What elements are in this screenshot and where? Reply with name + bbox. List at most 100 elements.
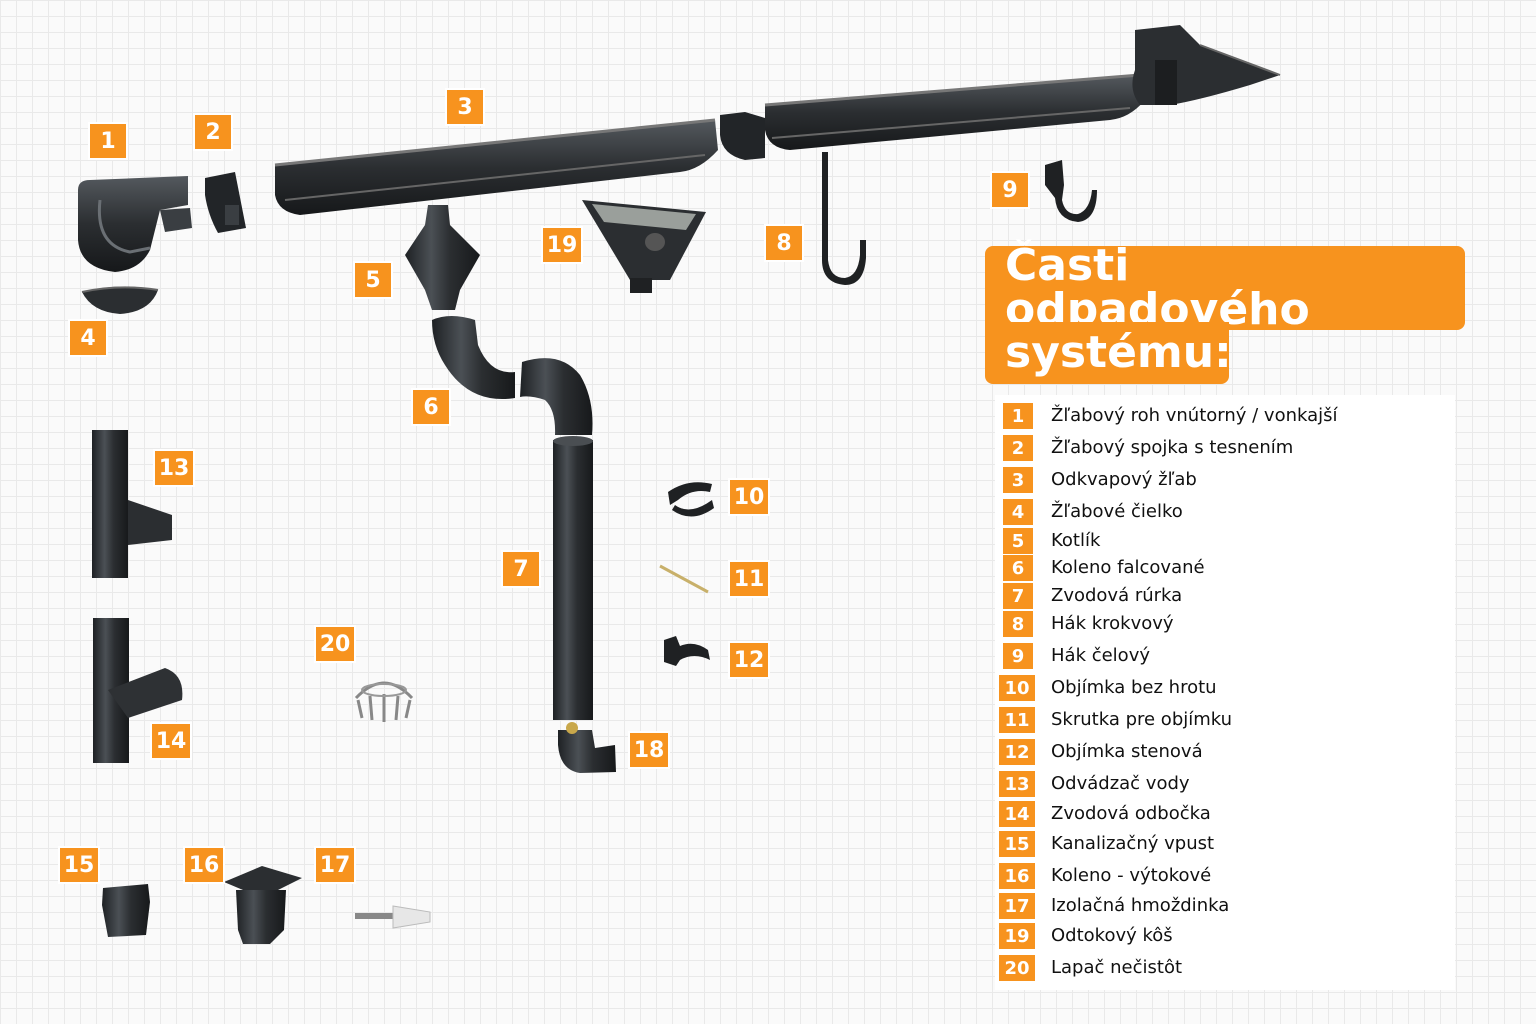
callout-1: 1	[90, 124, 126, 158]
callout-15: 15	[60, 848, 98, 882]
callout-7: 7	[503, 552, 539, 586]
callout-12: 12	[730, 643, 768, 677]
legend-item-label: Žľabový roh vnútorný / vonkajší	[1051, 405, 1338, 426]
page-title-line-2: systému:	[985, 322, 1232, 384]
legend-item-number: 16	[999, 863, 1035, 889]
legend-item-label: Koleno falcované	[1051, 557, 1205, 578]
legend-item-label: Odkvapový žľab	[1051, 469, 1197, 490]
legend-item: 11 Skrutka pre objímku	[995, 707, 1455, 735]
callout-10: 10	[730, 480, 768, 514]
legend-item-label: Objímka bez hrotu	[1051, 677, 1217, 698]
legend-item-number: 14	[999, 801, 1035, 827]
legend-item: 5 Kotlík	[995, 528, 1455, 556]
callout-2: 2	[195, 115, 231, 149]
legend-item: 10 Objímka bez hrotu	[995, 675, 1455, 703]
legend-item-label: Žľabový spojka s tesnením	[1051, 437, 1294, 458]
dowel-icon	[355, 905, 431, 929]
legend-item: 15 Kanalizačný vpust	[995, 831, 1455, 859]
legend-item: 4 Žľabové čielko	[995, 499, 1455, 527]
sewer-inlet-icon	[102, 884, 150, 937]
elbow-icon	[432, 316, 593, 435]
callout-17: 17	[316, 848, 354, 882]
screw-icon	[659, 564, 709, 594]
legend-item-label: Kanalizačný vpust	[1051, 833, 1215, 854]
legend-item-number: 1	[1003, 403, 1033, 429]
legend-item-label: Lapač nečistôt	[1051, 957, 1183, 978]
legend-item: 20 Lapač nečistôt	[995, 955, 1455, 983]
callout-6: 6	[413, 390, 449, 424]
legend-item: 2 Žľabový spojka s tesnením	[995, 435, 1455, 463]
legend-item: 3 Odkvapový žľab	[995, 467, 1455, 495]
legend-item: 12 Objímka stenová	[995, 739, 1455, 767]
legend-item-label: Kotlík	[1051, 530, 1101, 551]
pipe-clamp-icon	[668, 482, 714, 517]
legend-item-number: 3	[1003, 467, 1033, 493]
legend-item-label: Skrutka pre objímku	[1051, 709, 1233, 730]
legend-item-label: Zvodová rúrka	[1051, 585, 1183, 606]
wall-clamp-icon	[664, 636, 710, 666]
callout-14: 14	[152, 724, 190, 758]
rafter-hook-icon	[822, 152, 866, 285]
legend-item: 14 Zvodová odbočka	[995, 801, 1455, 829]
outlet-elbow-icon	[558, 722, 616, 773]
legend-item-number: 9	[1003, 643, 1033, 669]
gutter-end-cap-icon	[81, 286, 159, 314]
gutter-corner-icon	[1132, 25, 1281, 105]
legend-item-number: 10	[999, 675, 1035, 701]
gutter-connector-icon	[720, 112, 765, 160]
leaf-guard-icon	[354, 681, 414, 722]
parts-legend: 1 Žľabový roh vnútorný / vonkajší 2 Žľabový…	[995, 395, 1455, 990]
legend-item-label: Žľabové čielko	[1051, 501, 1183, 522]
legend-item-number: 20	[999, 955, 1035, 981]
branch-pipe-icon	[93, 618, 183, 763]
gutter-corner-icon	[78, 176, 192, 272]
legend-item-number: 6	[1003, 555, 1033, 581]
legend-item-number: 12	[999, 739, 1035, 765]
legend-item-label: Hák čelový	[1051, 645, 1150, 666]
callout-13: 13	[155, 451, 193, 485]
callout-5: 5	[355, 263, 391, 297]
legend-item: 16 Koleno - výtokové	[995, 863, 1455, 891]
legend-item-number: 4	[1003, 499, 1033, 525]
callout-8: 8	[766, 226, 802, 260]
callout-16: 16	[185, 848, 223, 882]
drain-basket-icon	[582, 200, 706, 293]
legend-item: 19 Odtokový kôš	[995, 923, 1455, 951]
outlet-icon	[405, 205, 480, 310]
callout-4: 4	[70, 321, 106, 355]
legend-item: 8 Hák krokvový	[995, 611, 1455, 639]
gutter-icon	[764, 73, 1145, 150]
legend-item-label: Odvádzač vody	[1051, 773, 1190, 794]
legend-item-number: 7	[1003, 583, 1033, 609]
gutter-connector-icon	[205, 172, 246, 233]
legend-item-label: Odtokový kôš	[1051, 925, 1173, 946]
legend-item-number: 5	[1003, 528, 1033, 554]
drain-hopper-icon	[224, 866, 302, 944]
legend-item-label: Hák krokvový	[1051, 613, 1174, 634]
legend-item-number: 15	[999, 831, 1035, 857]
legend-item-number: 11	[999, 707, 1035, 733]
legend-item: 6 Koleno falcované	[995, 555, 1455, 583]
water-diverter-icon	[92, 430, 172, 578]
legend-item-number: 17	[999, 893, 1035, 919]
callout-11: 11	[730, 562, 768, 596]
legend-item-label: Objímka stenová	[1051, 741, 1203, 762]
legend-item-label: Koleno - výtokové	[1051, 865, 1212, 886]
legend-item-number: 2	[1003, 435, 1033, 461]
callout-19: 19	[543, 228, 581, 262]
legend-item-label: Zvodová odbočka	[1051, 803, 1211, 824]
downpipe-icon	[553, 436, 593, 720]
legend-item: 9 Hák čelový	[995, 643, 1455, 671]
legend-item: 1 Žľabový roh vnútorný / vonkajší	[995, 403, 1455, 431]
legend-item-number: 19	[999, 923, 1035, 949]
legend-item-number: 8	[1003, 611, 1033, 637]
callout-9: 9	[992, 173, 1028, 207]
callout-20: 20	[316, 627, 354, 661]
callout-18: 18	[630, 733, 668, 767]
callout-3: 3	[447, 90, 483, 124]
page-title-line-1: Časti odpadového	[985, 244, 1465, 332]
fascia-hook-icon	[1045, 160, 1097, 222]
